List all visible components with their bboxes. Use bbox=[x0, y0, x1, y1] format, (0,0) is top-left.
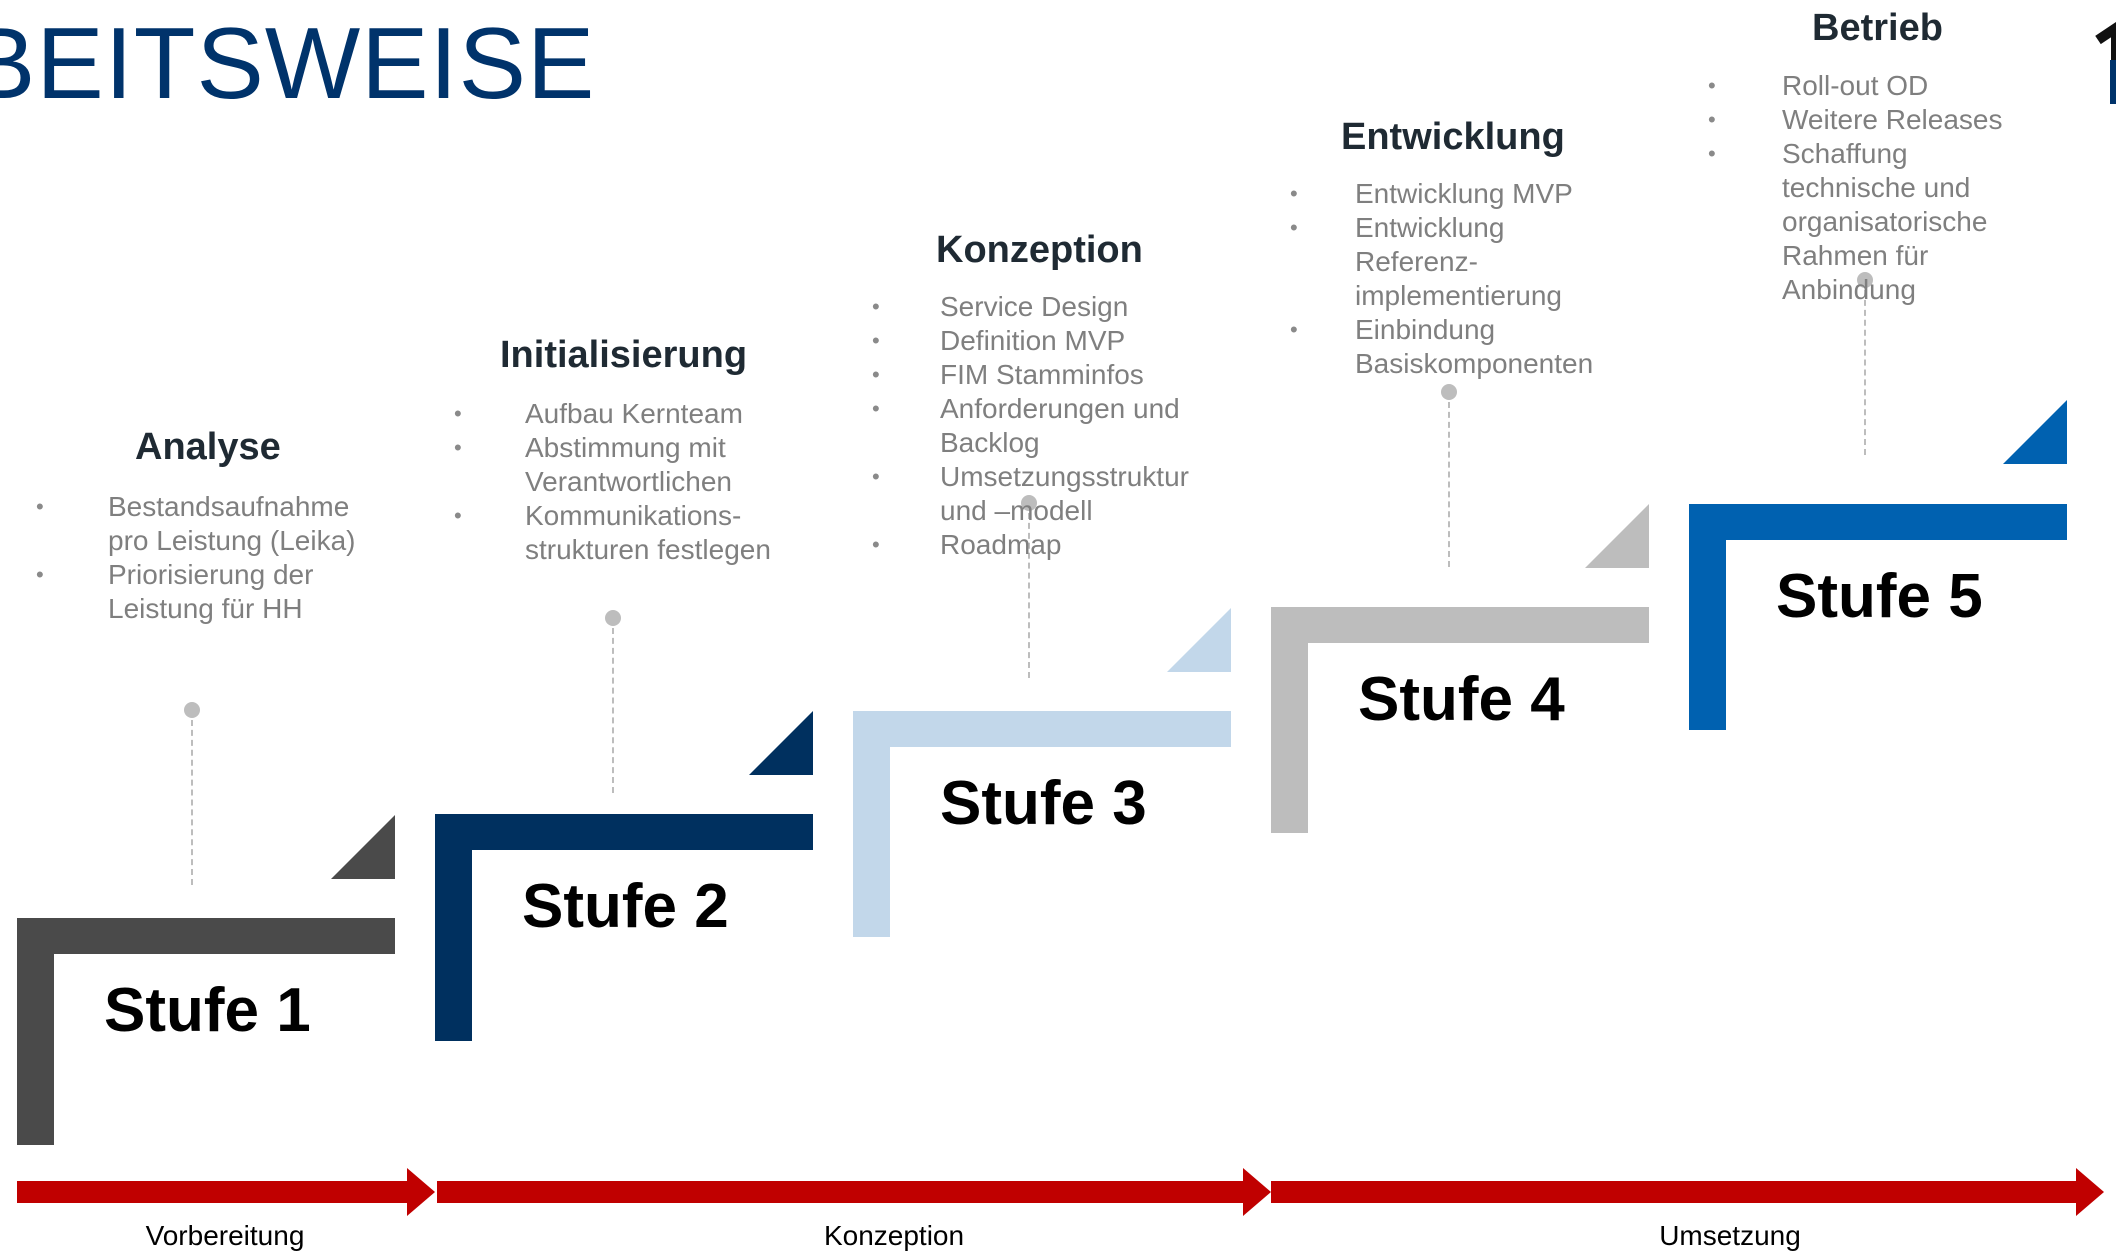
list-item: • Entwicklung MVP bbox=[1290, 177, 1685, 211]
bullet-icon: • bbox=[872, 464, 880, 489]
bullet-text: Entwicklung Referenz- implementierung bbox=[1355, 212, 1562, 311]
list-item: • Anforderungen und Backlog bbox=[872, 392, 1270, 460]
list-item: • Priorisierung der Leistung für HH bbox=[36, 558, 438, 626]
connector-line bbox=[191, 710, 193, 885]
stage-heading: Betrieb bbox=[1812, 7, 1943, 49]
bullet-text: Umsetzungsstruktur und –modell bbox=[940, 461, 1189, 526]
bullet-text: Definition MVP bbox=[940, 325, 1126, 356]
bullet-text: Schaffung technische und organisatorisch… bbox=[1782, 138, 1988, 305]
phase-arrow bbox=[1271, 1168, 2104, 1216]
bullet-icon: • bbox=[36, 494, 44, 519]
list-item: • Roadmap bbox=[872, 528, 1270, 562]
stage-label: Stufe 3 bbox=[940, 769, 1147, 838]
bullet-text: Abstimmung mit Verantwortlichen bbox=[525, 432, 733, 497]
stage-label: Stufe 4 bbox=[1358, 665, 1565, 734]
stage-heading: Initialisierung bbox=[500, 334, 748, 376]
list-item: • Schaffung technische und organisatorisc… bbox=[1708, 137, 2112, 307]
bullet-icon: • bbox=[1290, 181, 1298, 206]
stage-label: Stufe 2 bbox=[522, 872, 729, 941]
phase-label: Umsetzung bbox=[1659, 1220, 1801, 1251]
stage-bullet-list: • Aufbau Kernteam • Abstimmung mit Verantwo… bbox=[454, 397, 855, 567]
bullet-icon: • bbox=[872, 328, 880, 353]
bullet-text: Roll-out OD bbox=[1782, 70, 1929, 101]
stage-bullet-list: • Bestandsaufnahme pro Leistung (Leika) • P… bbox=[36, 490, 438, 626]
connector-line bbox=[1864, 280, 1866, 455]
step-bar bbox=[17, 918, 395, 954]
list-item: • Aufbau Kernteam bbox=[454, 397, 855, 431]
bullet-icon: • bbox=[1708, 73, 1716, 98]
step-triangle-icon bbox=[1167, 608, 1231, 672]
step-riser bbox=[853, 711, 890, 937]
step-bar bbox=[435, 814, 813, 850]
list-item: • Service Design bbox=[872, 290, 1270, 324]
stage-bullet-list: • Service Design • Definition MVP • FIM Stamm… bbox=[872, 290, 1270, 562]
stage-heading: Konzeption bbox=[936, 229, 1143, 271]
bullet-icon: • bbox=[454, 401, 462, 426]
stage-label: Stufe 5 bbox=[1776, 562, 1983, 631]
list-item: • Roll-out OD bbox=[1708, 69, 2112, 103]
stage-heading: Entwicklung bbox=[1341, 116, 1565, 158]
bullet-icon: • bbox=[1290, 317, 1298, 342]
connector-line bbox=[1448, 392, 1450, 567]
bullet-icon: • bbox=[1708, 107, 1716, 132]
step-riser bbox=[1689, 504, 1726, 730]
step-bar bbox=[1689, 504, 2067, 540]
connector-dot-icon bbox=[1441, 384, 1457, 400]
connector-line bbox=[612, 618, 614, 793]
bullet-icon: • bbox=[1708, 141, 1716, 166]
connector-line bbox=[1028, 503, 1030, 678]
bullet-icon: • bbox=[36, 562, 44, 587]
bullet-text: Service Design bbox=[940, 291, 1129, 322]
step-bar bbox=[1271, 607, 1649, 643]
bullet-icon: • bbox=[454, 503, 462, 528]
bullet-text: Kommunikations- strukturen festlegen bbox=[525, 500, 771, 565]
bullet-text: Einbindung Basiskomponenten bbox=[1355, 314, 1594, 379]
list-item: • Entwicklung Referenz- implementierung bbox=[1290, 211, 1685, 313]
list-item: • FIM Stamminfos bbox=[872, 358, 1270, 392]
list-item: • Bestandsaufnahme pro Leistung (Leika) bbox=[36, 490, 438, 558]
bullet-text: Anforderungen und Backlog bbox=[940, 393, 1180, 458]
bullet-text: Priorisierung der Leistung für HH bbox=[108, 559, 314, 624]
phase-label: Vorbereitung bbox=[145, 1220, 305, 1251]
list-item: • Abstimmung mit Verantwortlichen bbox=[454, 431, 855, 499]
logo-icon bbox=[2095, 21, 2116, 104]
bullet-text: FIM Stamminfos bbox=[940, 359, 1144, 390]
phase-label: Konzeption bbox=[823, 1220, 965, 1251]
bullet-text: Weitere Releases bbox=[1782, 104, 2003, 135]
step-triangle-icon bbox=[749, 711, 813, 775]
step-triangle-icon bbox=[331, 815, 395, 879]
connector-dot-icon bbox=[605, 610, 621, 626]
connector-dot-icon bbox=[1021, 495, 1037, 511]
list-item: • Umsetzungsstruktur und –modell bbox=[872, 460, 1270, 528]
stage-heading: Analyse bbox=[135, 426, 281, 468]
step-triangle-icon bbox=[2003, 400, 2067, 464]
step-bar bbox=[853, 711, 1231, 747]
step-triangle-icon bbox=[1585, 504, 1649, 568]
bullet-icon: • bbox=[872, 396, 880, 421]
bullet-icon: • bbox=[454, 435, 462, 460]
stage-bullet-list: • Entwicklung MVP • Entwicklung Referenz- i… bbox=[1290, 177, 1685, 381]
bullet-text: Roadmap bbox=[940, 529, 1062, 560]
phase-arrow bbox=[437, 1168, 1271, 1216]
bullet-text: Entwicklung MVP bbox=[1355, 178, 1573, 209]
list-item: • Definition MVP bbox=[872, 324, 1270, 358]
bullet-text: Bestandsaufnahme pro Leistung (Leika) bbox=[108, 491, 356, 556]
connector-dot-icon bbox=[1857, 272, 1873, 288]
bullet-icon: • bbox=[872, 362, 880, 387]
stage-label: Stufe 1 bbox=[104, 976, 311, 1045]
step-riser bbox=[1271, 607, 1308, 833]
page-title: BEITSWEISE bbox=[0, 8, 596, 120]
step-riser bbox=[435, 814, 472, 1041]
list-item: • Weitere Releases bbox=[1708, 103, 2112, 137]
list-item: • Kommunikations- strukturen festlegen bbox=[454, 499, 855, 567]
list-item: • Einbindung Basiskomponenten bbox=[1290, 313, 1685, 381]
bullet-icon: • bbox=[872, 532, 880, 557]
bullet-text: Aufbau Kernteam bbox=[525, 398, 743, 429]
bullet-icon: • bbox=[872, 294, 880, 319]
stage-bullet-list: • Roll-out OD • Weitere Releases • Schaffung … bbox=[1708, 69, 2112, 307]
phase-arrow bbox=[17, 1168, 435, 1216]
connector-dot-icon bbox=[184, 702, 200, 718]
step-riser bbox=[17, 918, 54, 1145]
bullet-icon: • bbox=[1290, 215, 1298, 240]
